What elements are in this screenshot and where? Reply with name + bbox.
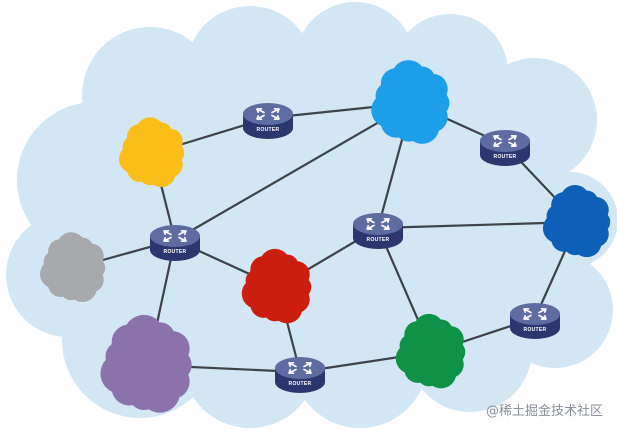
router-label: ROUTER — [257, 127, 280, 133]
cloud-red-icon — [241, 248, 312, 324]
cloud-purple-icon — [100, 314, 192, 413]
router-label: ROUTER — [367, 237, 390, 243]
cloud-yellow-icon — [119, 117, 185, 188]
router-bottom-icon: ROUTER — [275, 357, 325, 393]
router-label: ROUTER — [289, 381, 312, 387]
router-center-icon: ROUTER — [353, 213, 403, 249]
router-label: ROUTER — [494, 154, 517, 160]
cloud-dark-blue-icon — [542, 185, 611, 258]
router-label: ROUTER — [164, 249, 187, 255]
cloud-light-blue-icon — [371, 60, 450, 144]
router-top-icon: ROUTER — [243, 103, 293, 139]
link-router-left-to-cloud-light-blue — [174, 102, 413, 241]
router-right-icon: ROUTER — [510, 303, 560, 339]
watermark: @稀土掘金技术社区 — [485, 404, 603, 419]
cloud-green-icon — [395, 313, 466, 389]
router-label: ROUTER — [524, 327, 547, 333]
router-top-right-icon: ROUTER — [480, 130, 530, 166]
cloud-gray-icon — [40, 232, 106, 303]
nodes: ROUTER ROUTER ROUTER ROUTER ROUTER ROUTER — [40, 60, 611, 413]
router-left-icon: ROUTER — [150, 225, 200, 261]
